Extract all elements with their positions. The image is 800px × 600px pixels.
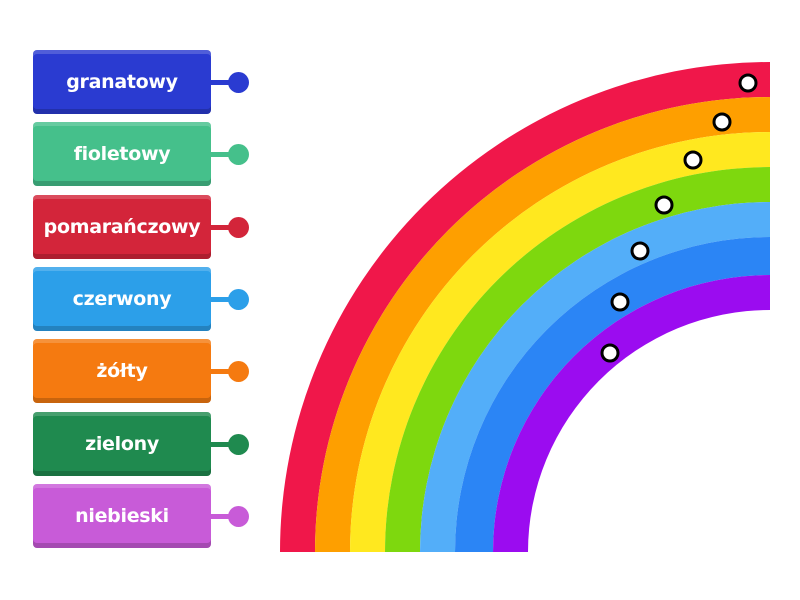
draggable-label[interactable]: fioletowy: [33, 122, 211, 187]
connector-line: [211, 152, 237, 158]
connector-line: [211, 296, 237, 302]
connector-line: [211, 441, 237, 447]
label-text: pomarańczowy: [43, 215, 201, 238]
label-text: fioletowy: [73, 143, 171, 166]
rainbow-band-1: [315, 97, 770, 552]
draggable-label[interactable]: zielony: [33, 411, 211, 476]
label-text: żółty: [96, 360, 148, 383]
draggable-label[interactable]: niebieski: [33, 483, 211, 548]
drop-target-pin[interactable]: [654, 195, 674, 215]
label-text: niebieski: [75, 504, 169, 527]
connector-line: [211, 80, 237, 85]
connector-knob[interactable]: [228, 288, 249, 310]
draggable-label[interactable]: żółty: [33, 339, 211, 404]
connector-knob[interactable]: [228, 433, 249, 455]
label-text: czerwony: [72, 287, 172, 310]
drop-target-pin[interactable]: [712, 112, 732, 132]
rainbow-band-6: [493, 275, 770, 552]
drop-target-pin[interactable]: [600, 343, 620, 363]
label-text: zielony: [85, 432, 159, 455]
draggable-label[interactable]: czerwony: [33, 266, 211, 331]
connector-knob[interactable]: [228, 72, 249, 93]
connector-knob[interactable]: [228, 505, 249, 527]
drop-target-pin[interactable]: [738, 73, 758, 93]
rainbow-band-4: [420, 202, 770, 552]
rainbow-band-3: [385, 167, 770, 552]
connector-line: [211, 224, 237, 230]
connector-line: [211, 513, 237, 519]
rainbow-band-0: [280, 62, 770, 552]
draggable-label[interactable]: granatowy: [33, 50, 211, 114]
label-text: granatowy: [66, 71, 178, 93]
drop-target-pin[interactable]: [610, 292, 630, 312]
drop-target-pin[interactable]: [683, 150, 703, 170]
connector-knob[interactable]: [228, 361, 249, 383]
drop-target-pin[interactable]: [630, 241, 650, 261]
connector-knob[interactable]: [228, 144, 249, 166]
rainbow-band-2: [350, 132, 770, 552]
draggable-label[interactable]: pomarańczowy: [33, 194, 211, 259]
connector-knob[interactable]: [228, 216, 249, 238]
connector-line: [211, 369, 237, 375]
